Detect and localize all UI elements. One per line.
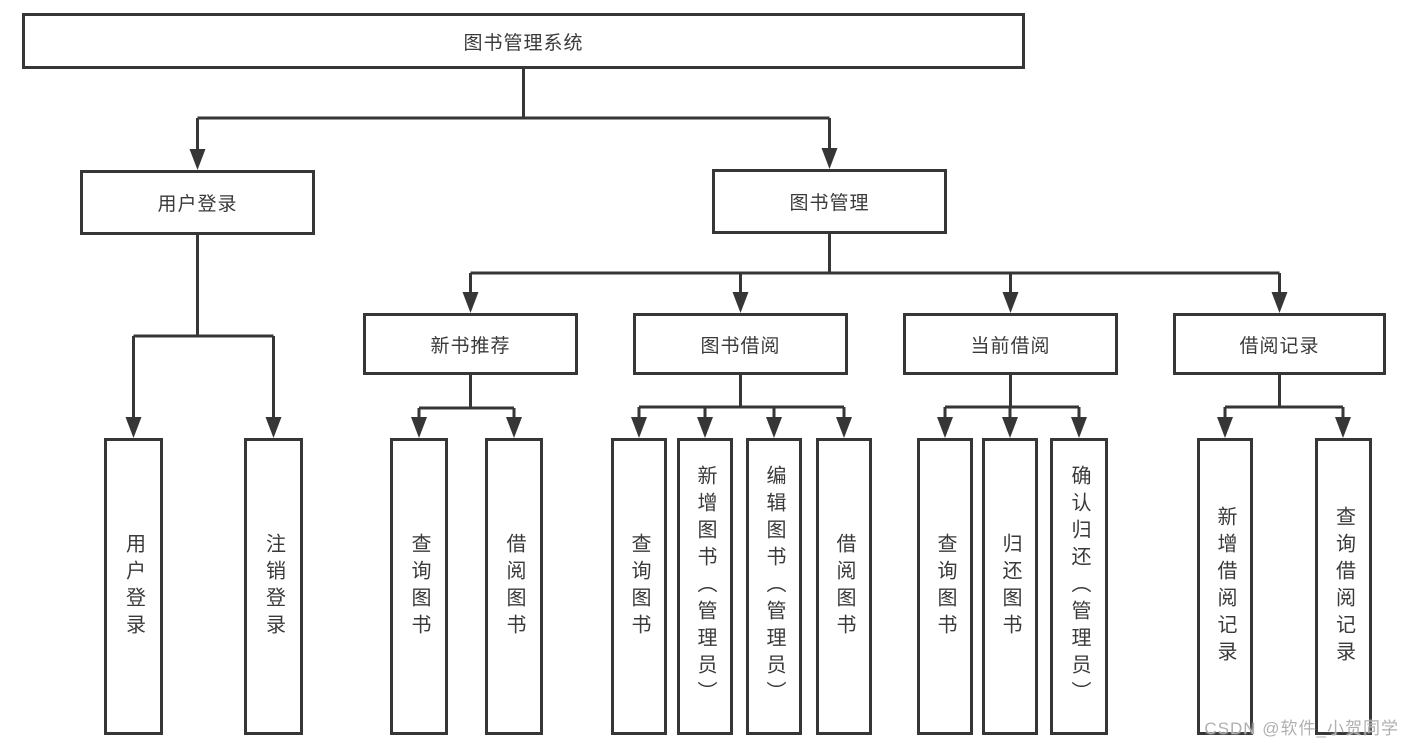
leaf-query-books-recommend: 查询图书 [390, 438, 448, 735]
leaf-query-books-borrow: 查询图书 [611, 438, 667, 735]
node-user-login-branch-label: 用户登录 [157, 194, 238, 215]
arrowhead [821, 148, 838, 169]
arrowhead [1002, 292, 1019, 313]
node-book-management-label: 图书管理 [789, 193, 870, 214]
arrowhead [631, 417, 647, 438]
leaf-add-borrow-record-label: 新增借阅记录 [1214, 505, 1236, 668]
leaf-borrow-books-recommend-label: 借阅图书 [503, 532, 525, 641]
leaf-query-borrow-record: 查询借阅记录 [1315, 438, 1372, 735]
leaf-user-login: 用户登录 [104, 438, 163, 735]
leaf-logout: 注销登录 [244, 438, 303, 735]
node-new-book-recommend-label: 新书推荐 [430, 335, 511, 357]
arrowhead [506, 417, 522, 438]
connector-bookmgmt-to-level3 [469, 234, 1281, 296]
node-book-management: 图书管理 [712, 169, 947, 234]
leaf-edit-book-admin-label: 编辑图书（管理员） [763, 465, 785, 708]
arrowhead [125, 417, 142, 438]
node-book-borrow: 图书借阅 [633, 313, 848, 375]
node-current-borrow-label: 当前借阅 [970, 335, 1051, 357]
leaf-add-book-admin: 新增图书（管理员） [677, 438, 733, 735]
leaf-borrow-books-label: 借阅图书 [833, 532, 855, 641]
node-borrow-records-label: 借阅记录 [1239, 335, 1320, 357]
node-book-borrow-label: 图书借阅 [700, 335, 781, 357]
leaf-borrow-books: 借阅图书 [816, 438, 872, 735]
arrowheads [125, 148, 1351, 438]
leaf-confirm-return-admin-label: 确认归还（管理员） [1068, 465, 1090, 708]
leaf-query-books-current: 查询图书 [917, 438, 973, 735]
leaf-return-books: 归还图书 [982, 438, 1038, 735]
leaf-query-books-current-label: 查询图书 [934, 532, 956, 641]
node-system-root: 图书管理系统 [22, 13, 1025, 69]
arrowhead [189, 149, 206, 170]
arrowhead [1071, 417, 1087, 438]
node-new-book-recommend: 新书推荐 [363, 313, 578, 375]
arrowhead [697, 417, 713, 438]
leaf-query-borrow-record-label: 查询借阅记录 [1332, 505, 1355, 668]
leaf-query-books-recommend-label: 查询图书 [408, 532, 430, 641]
connector-borrowrecord-to-leaves [1223, 375, 1345, 421]
connector-userlogin-to-leaves [132, 235, 275, 421]
leaf-confirm-return-admin: 确认归还（管理员） [1050, 438, 1108, 735]
arrowhead [1335, 417, 1351, 438]
node-current-borrow: 当前借阅 [903, 313, 1118, 375]
connector-root-to-level2 [196, 69, 831, 153]
leaf-query-books-borrow-label: 查询图书 [628, 532, 650, 641]
arrowhead [411, 417, 427, 438]
leaf-user-login-label: 用户登录 [122, 532, 145, 641]
arrowhead [265, 417, 282, 438]
arrowhead [1217, 417, 1233, 438]
arrowhead [1271, 292, 1288, 313]
arrowhead [836, 417, 852, 438]
leaf-add-borrow-record: 新增借阅记录 [1197, 438, 1253, 735]
arrowhead [1002, 417, 1018, 438]
connector-currentborrow-to-leaves [943, 375, 1081, 421]
arrowhead [462, 292, 479, 313]
arrowhead [937, 417, 953, 438]
leaf-return-books-label: 归还图书 [999, 532, 1021, 641]
node-system-root-label: 图书管理系统 [463, 32, 584, 54]
connector-newbook-to-leaves [417, 375, 516, 421]
leaf-borrow-books-recommend: 借阅图书 [485, 438, 543, 735]
node-user-login-branch: 用户登录 [80, 170, 315, 235]
connector-bookborrow-to-leaves [637, 375, 846, 421]
leaf-logout-label: 注销登录 [262, 532, 285, 641]
leaf-edit-book-admin: 编辑图书（管理员） [746, 438, 802, 735]
arrowhead [732, 292, 749, 313]
csdn-watermark: CSDN @软件_小贺同学 [1204, 719, 1399, 738]
node-borrow-records: 借阅记录 [1173, 313, 1386, 375]
arrowhead [766, 417, 782, 438]
leaf-add-book-admin-label: 新增图书（管理员） [694, 465, 716, 708]
